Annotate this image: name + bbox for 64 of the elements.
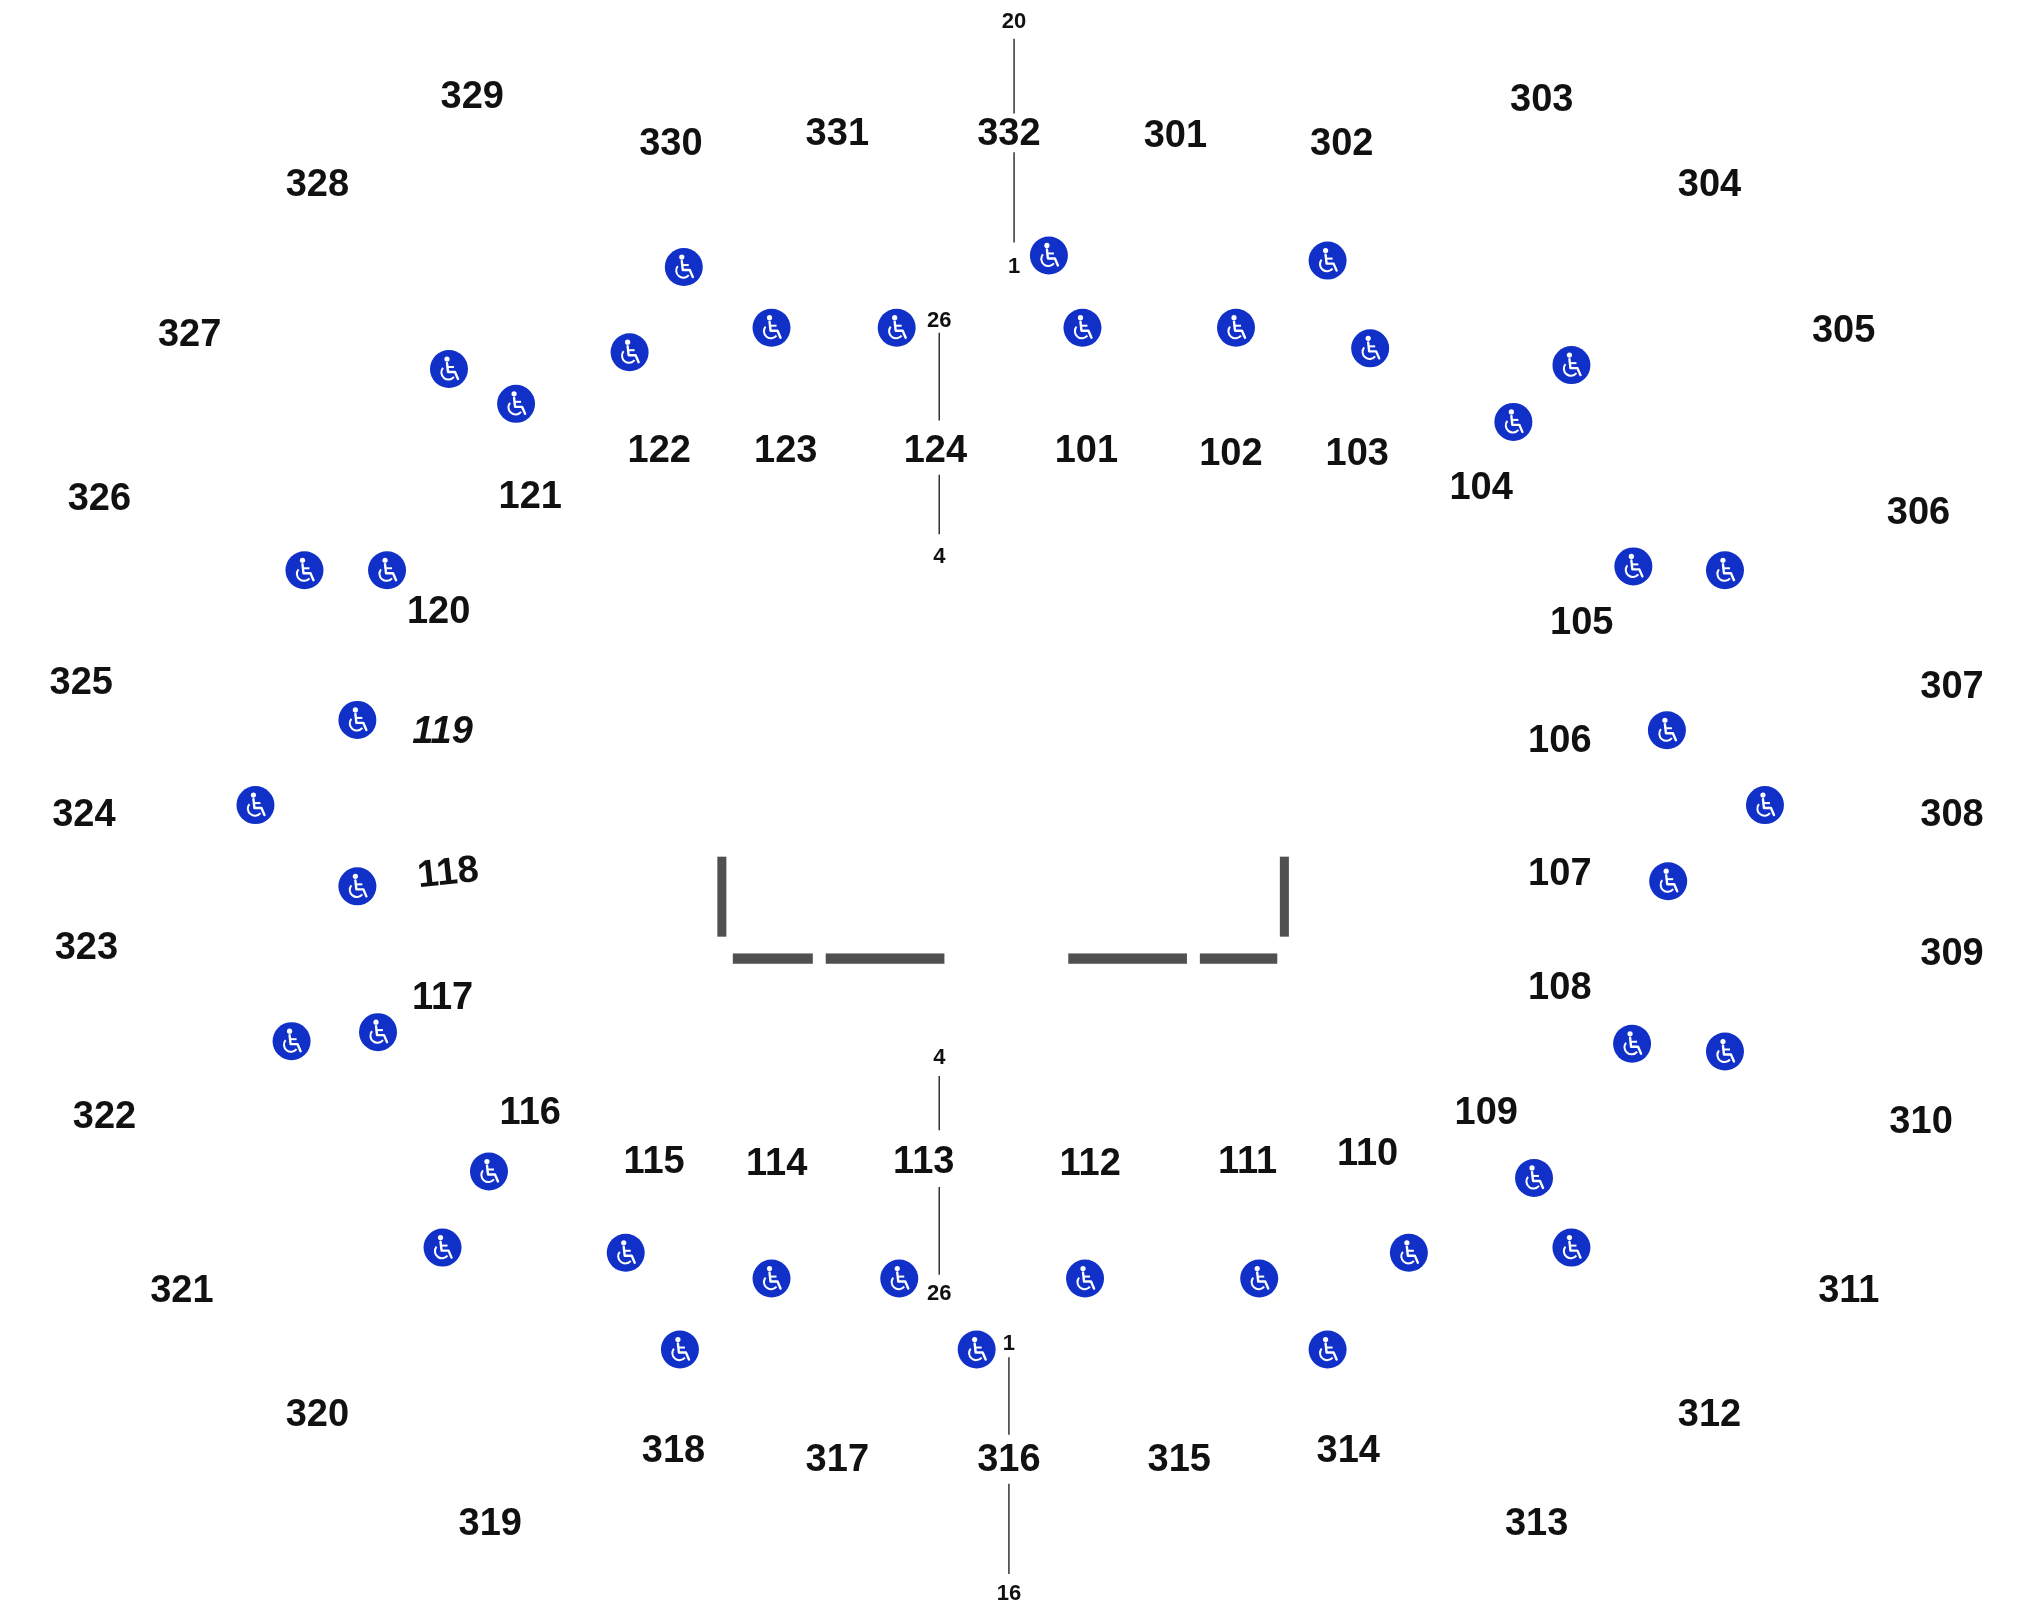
section-number: 102 (1199, 432, 1263, 471)
section-number: 310 (1889, 1100, 1953, 1139)
section-number: 121 (498, 476, 562, 515)
section-number: 115 (623, 1140, 685, 1179)
row-number: 16 (996, 1582, 1022, 1605)
row-number: 4 (933, 1045, 946, 1068)
section-number: 306 (1886, 491, 1951, 530)
section-number: 321 (150, 1269, 214, 1308)
section-number: 322 (72, 1095, 137, 1134)
section-number: 122 (627, 429, 691, 468)
section-number: 123 (754, 429, 818, 468)
row-number: 4 (933, 545, 946, 568)
section-number: 324 (52, 793, 116, 832)
section-number: 302 (1310, 122, 1374, 161)
section-number: 113 (893, 1140, 955, 1179)
section-number: 114 (746, 1143, 808, 1182)
row-number: 26 (927, 308, 952, 331)
row-number: 26 (927, 1281, 952, 1304)
section-number: 315 (1147, 1438, 1211, 1477)
section-number: 111 (1218, 1140, 1278, 1179)
section-number: 314 (1316, 1429, 1380, 1468)
section-number: 119 (412, 711, 473, 750)
section-number: 332 (977, 112, 1041, 151)
section-number: 305 (1811, 310, 1876, 348)
section-number: 311 (1818, 1269, 1880, 1308)
row-number: 1 (1007, 254, 1021, 277)
section-number: 112 (1059, 1143, 1121, 1182)
section-number: 110 (1336, 1133, 1399, 1172)
section-number: 307 (1920, 666, 1984, 705)
row-number: 20 (1001, 9, 1027, 32)
section-number: 304 (1677, 164, 1742, 203)
section-number: 318 (641, 1429, 706, 1468)
section-number: 117 (411, 977, 474, 1015)
section-number: 319 (458, 1503, 522, 1542)
section-number: 301 (1143, 115, 1208, 154)
section-number: 105 (1550, 601, 1614, 640)
row-number: 1 (1002, 1332, 1016, 1355)
section-number: 323 (54, 926, 119, 965)
section-number: 316 (977, 1438, 1041, 1477)
section-number: 108 (1528, 966, 1592, 1005)
section-number: 116 (499, 1091, 561, 1130)
section-number: 103 (1325, 432, 1389, 471)
section-number: 303 (1510, 79, 1574, 118)
section-number: 312 (1677, 1393, 1742, 1432)
section-number: 101 (1054, 429, 1119, 468)
section-number: 329 (440, 76, 504, 115)
section-number: 104 (1449, 467, 1513, 506)
section-number: 118 (415, 848, 481, 893)
section-number: 106 (1528, 720, 1592, 759)
section-number: 308 (1920, 793, 1984, 832)
section-number: 326 (67, 477, 132, 516)
section-number: 317 (805, 1438, 869, 1477)
section-number: 330 (639, 122, 703, 161)
section-number: 109 (1454, 1091, 1518, 1130)
section-number: 327 (157, 313, 222, 352)
section-number: 320 (285, 1393, 350, 1432)
section-number: 107 (1528, 853, 1592, 892)
section-number: 313 (1504, 1503, 1569, 1542)
section-number: 124 (903, 429, 968, 468)
section-number: 120 (406, 591, 471, 630)
section-number: 331 (805, 112, 869, 151)
section-number: 325 (49, 662, 113, 701)
section-number: 328 (285, 164, 350, 203)
section-number: 309 (1920, 933, 1984, 972)
